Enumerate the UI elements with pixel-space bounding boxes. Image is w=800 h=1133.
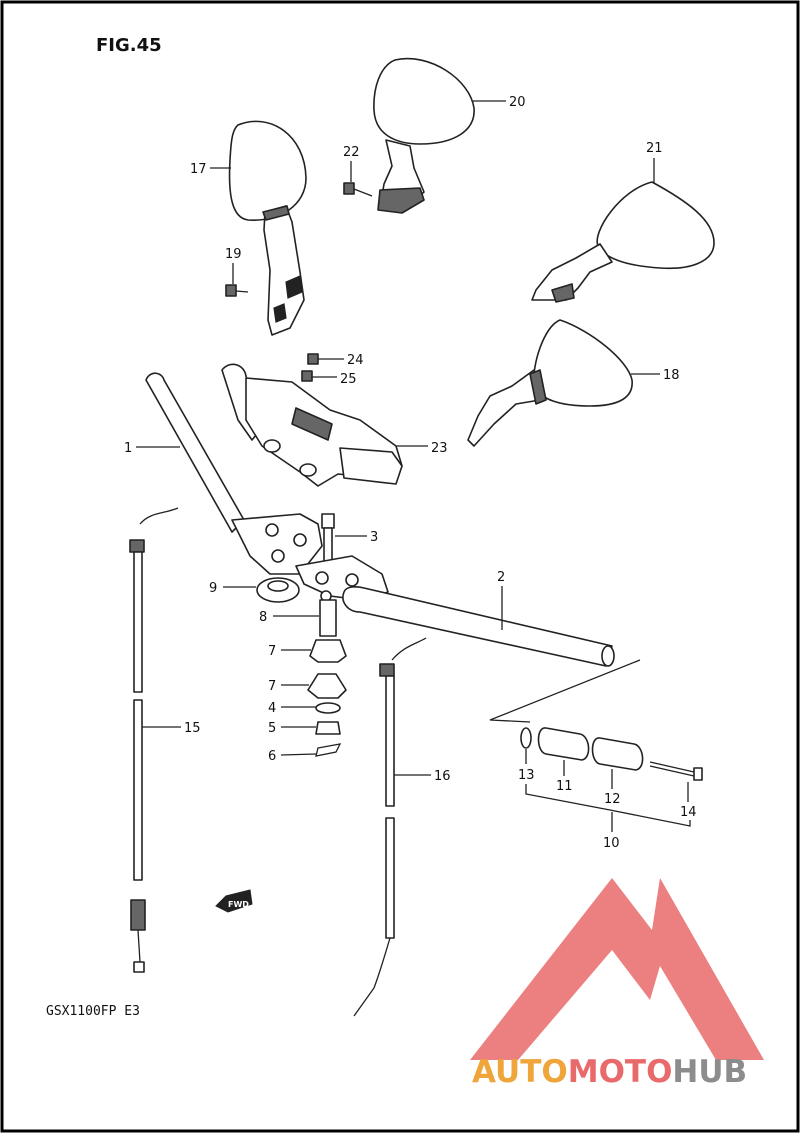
part-24-bolt: [307, 353, 319, 365]
callout-14: 14: [680, 805, 697, 820]
part-25-nut: [301, 370, 313, 382]
part-9-washer: [256, 577, 300, 603]
callout-7a: 7: [268, 644, 276, 659]
part-13-washer: [520, 727, 532, 749]
callout-20: 20: [509, 95, 526, 110]
callout-24: 24: [347, 353, 364, 368]
callout-16: 16: [434, 769, 451, 784]
part-12-balancer: [591, 737, 644, 771]
callout-13: 13: [518, 768, 535, 783]
callout-4: 4: [268, 701, 276, 716]
watermark-logo-icon: [470, 878, 764, 1060]
callout-17: 17: [190, 162, 207, 177]
callout-19: 19: [225, 247, 242, 262]
part-7-grommet-upper: [309, 639, 347, 663]
callout-12: 12: [604, 792, 621, 807]
callout-9: 9: [209, 581, 217, 596]
part-21-mirror: [531, 181, 715, 303]
callout-6: 6: [268, 749, 276, 764]
callout-15: 15: [184, 721, 201, 736]
watermark-text: AUTOMOTOHUB: [472, 1054, 747, 1090]
part-19-bolt: [225, 284, 249, 297]
part-16-throttle-cable: [353, 637, 427, 1017]
fwd-marker-label: FWD: [228, 900, 249, 909]
callout-18: 18: [663, 368, 680, 383]
part-4-washer: [315, 702, 341, 714]
callout-22: 22: [343, 145, 360, 160]
part-14-screw: [649, 761, 703, 781]
part-5-nut: [315, 721, 341, 735]
part-7-grommet-lower: [307, 673, 347, 699]
fwd-arrow-icon: FWD: [215, 889, 253, 913]
callout-10: 10: [603, 836, 620, 851]
callout-3: 3: [370, 530, 378, 545]
callout-1: 1: [124, 441, 132, 456]
callout-25: 25: [340, 372, 357, 387]
callout-8: 8: [259, 610, 267, 625]
part-8-collar: [319, 599, 337, 637]
part-1-handlebar-left: [145, 372, 323, 575]
figure-title: FIG.45: [96, 35, 162, 56]
part-22-bolt: [343, 182, 373, 197]
callout-2: 2: [497, 570, 505, 585]
callout-23: 23: [431, 441, 448, 456]
part-20-mirror: [373, 57, 475, 214]
callout-7b: 7: [268, 679, 276, 694]
part-17-mirror-left: [228, 120, 307, 336]
callout-11: 11: [556, 779, 573, 794]
part-23-handlebar-holder: [221, 363, 403, 487]
callout-5: 5: [268, 721, 276, 736]
part-2-handlebar-right: [295, 555, 615, 667]
model-code: GSX1100FP E3: [46, 1004, 140, 1019]
part-18-mirror: [467, 319, 633, 447]
part-11-balancer: [537, 727, 590, 761]
part-15-throttle-cable: [129, 507, 179, 973]
part-6-cotter-pin: [315, 743, 342, 757]
callout-21: 21: [646, 141, 663, 156]
